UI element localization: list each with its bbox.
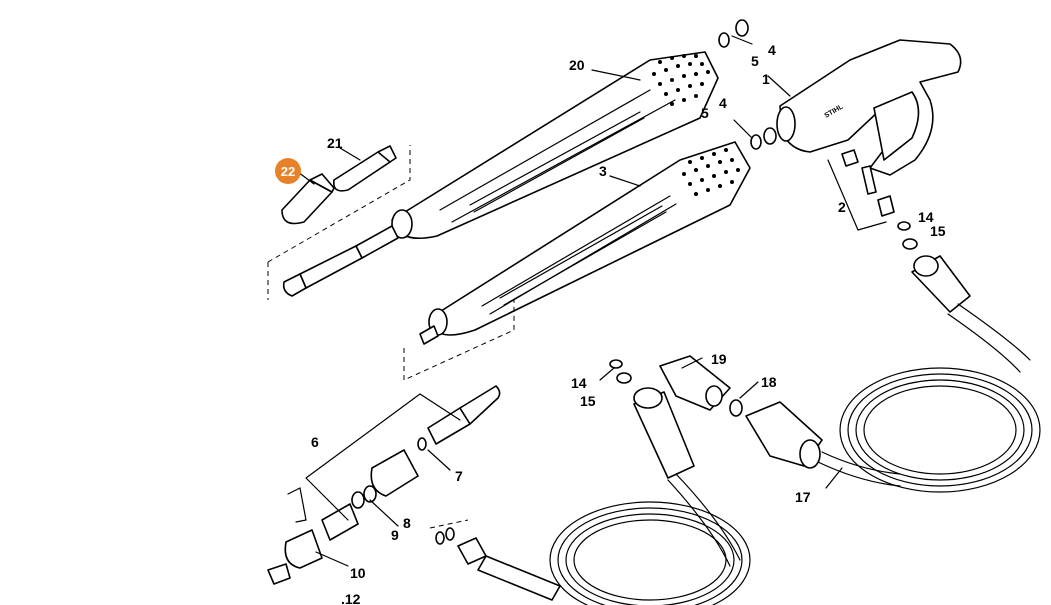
label-18: 18 <box>761 374 777 390</box>
nozzle-21 <box>332 145 397 192</box>
valve-parts-2 <box>827 149 895 231</box>
grip-texture-3 <box>682 148 740 196</box>
hose-17 <box>817 255 1041 493</box>
spray-lance-20 <box>282 51 719 297</box>
callout-22-badge[interactable] <box>275 158 301 184</box>
label-15-mid: 15 <box>580 393 596 409</box>
label-1: 1 <box>762 71 770 87</box>
label-10: 10 <box>350 565 366 581</box>
label-7: 7 <box>455 468 463 484</box>
label-15-top: 15 <box>930 223 946 239</box>
spray-lance-3 <box>419 141 751 345</box>
label-12: .12 <box>341 591 361 605</box>
label-9: 9 <box>391 527 399 543</box>
nozzle-22 <box>281 173 335 225</box>
label-17: 17 <box>795 489 811 505</box>
label-21: 21 <box>327 135 343 151</box>
spray-gun-1: STIHL <box>776 39 962 176</box>
label-6: 6 <box>311 434 319 450</box>
rings-and-fittings <box>609 221 918 469</box>
label-8: 8 <box>403 515 411 531</box>
label-2: 2 <box>838 199 846 215</box>
label-5-top: 5 <box>751 53 759 69</box>
label-3: 3 <box>599 163 607 179</box>
nozzle-group-outline <box>267 145 411 300</box>
coupling-assembly <box>267 385 501 585</box>
label-19: 19 <box>711 351 727 367</box>
label-5-mid: 5 <box>701 105 709 121</box>
label-22: 22 <box>281 164 295 179</box>
leader-lines <box>297 35 843 567</box>
label-4-top: 4 <box>768 42 776 58</box>
label-14-top: 14 <box>918 209 934 225</box>
label-4-mid: 4 <box>719 95 727 111</box>
o-rings-upper <box>718 19 777 150</box>
hose-lower <box>429 387 751 605</box>
label-20: 20 <box>569 57 585 73</box>
grip-texture-20 <box>652 54 710 106</box>
label-14-mid: 14 <box>571 375 587 391</box>
coupling-group-outline <box>403 300 515 381</box>
callout-22[interactable]: 22 <box>275 158 301 184</box>
